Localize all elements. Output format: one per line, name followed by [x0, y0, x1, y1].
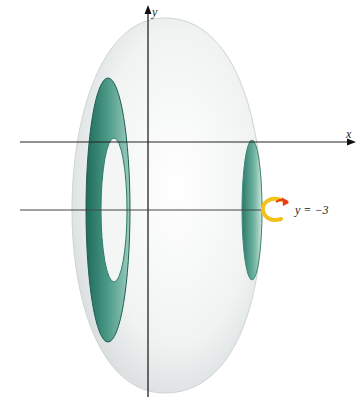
- axis-label: x: [346, 128, 351, 140]
- axis-label: y: [152, 6, 157, 18]
- axis-of-rotation-label: y = −3: [293, 204, 331, 216]
